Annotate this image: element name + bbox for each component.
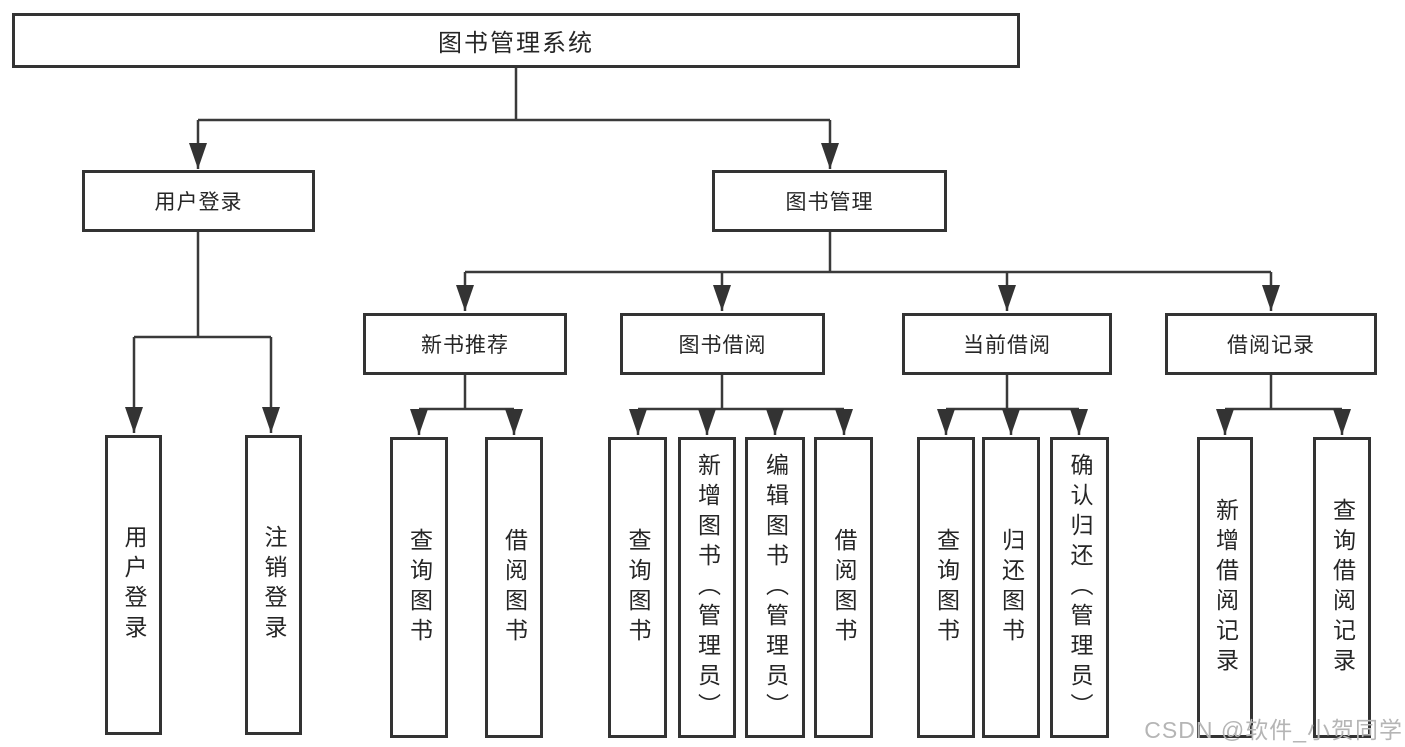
leaf-current-return: 归还图书: [982, 437, 1040, 738]
leaf-newbooks-query: 查询图书: [390, 437, 448, 738]
leaf-borrow-edit-admin: 编辑图书（管理员）: [745, 437, 805, 738]
leaf-label: 查询图书: [933, 527, 960, 648]
node-new-books: 新书推荐: [363, 313, 567, 375]
node-root: 图书管理系统: [12, 13, 1020, 68]
leaf-records-add: 新增借阅记录: [1197, 437, 1253, 738]
node-borrow-records: 借阅记录: [1165, 313, 1377, 375]
leaf-label: 新增图书（管理员）: [694, 452, 721, 723]
leaf-current-confirm-admin: 确认归还（管理员）: [1050, 437, 1109, 738]
leaf-label: 借阅图书: [831, 527, 857, 648]
leaf-label: 查询借阅记录: [1329, 497, 1356, 678]
leaf-label: 确认归还（管理员）: [1067, 452, 1093, 723]
leaf-label: 用户登录: [121, 525, 147, 645]
leaf-borrow-add-admin: 新增图书（管理员）: [678, 437, 736, 738]
leaf-label: 新增借阅记录: [1212, 497, 1239, 678]
leaf-label: 注销登录: [261, 525, 287, 645]
leaf-borrow-query: 查询图书: [608, 437, 667, 738]
leaf-borrow-borrow: 借阅图书: [814, 437, 873, 738]
leaf-records-query: 查询借阅记录: [1313, 437, 1371, 738]
leaf-label: 归还图书: [998, 527, 1025, 648]
leaf-label: 编辑图书（管理员）: [762, 452, 789, 723]
leaf-newbooks-borrow: 借阅图书: [485, 437, 543, 738]
leaf-logout-login: 注销登录: [245, 435, 302, 735]
leaf-current-query: 查询图书: [917, 437, 975, 738]
node-current-borrow: 当前借阅: [902, 313, 1112, 375]
leaf-user-login: 用户登录: [105, 435, 162, 735]
node-book-borrow: 图书借阅: [620, 313, 825, 375]
watermark: CSDN @软件_小贺同学: [1144, 717, 1403, 743]
leaf-label: 借阅图书: [501, 527, 528, 648]
leaf-label: 查询图书: [406, 527, 433, 648]
node-book-mgmt: 图书管理: [712, 170, 947, 232]
node-user-login: 用户登录: [82, 170, 315, 232]
leaf-label: 查询图书: [625, 527, 651, 648]
